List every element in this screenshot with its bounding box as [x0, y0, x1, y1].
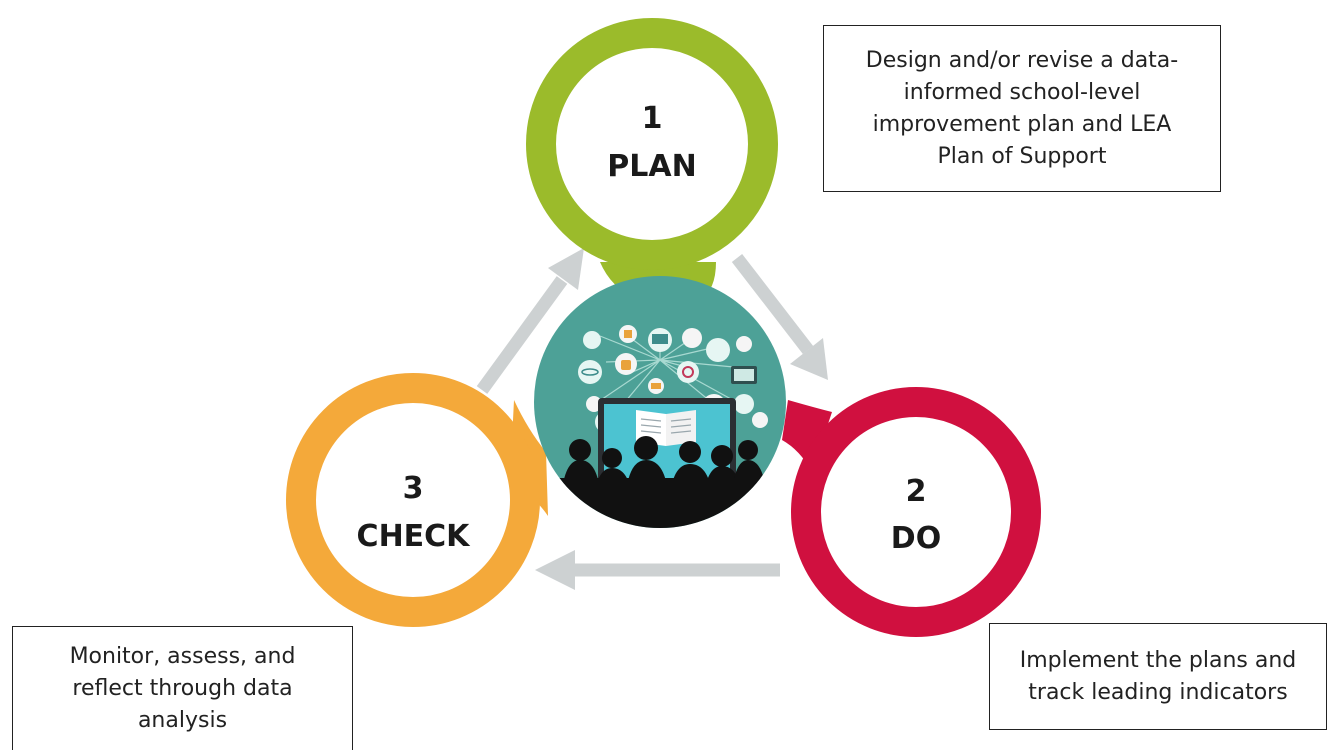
check-description-line: reflect through data	[72, 675, 293, 701]
plan-description-box: Design and/or revise a data- informed sc…	[823, 25, 1221, 192]
plan-label: PLAN	[607, 149, 696, 184]
check-label: CHECK	[357, 519, 472, 554]
check-ring	[286, 373, 540, 627]
do-node: 2 DO	[782, 387, 1041, 637]
arrow-check-to-plan	[476, 248, 584, 394]
do-ring	[791, 387, 1041, 637]
check-node: 3 CHECK	[286, 373, 548, 627]
do-number: 2	[906, 474, 927, 509]
check-number: 3	[403, 471, 424, 506]
do-label: DO	[891, 521, 941, 556]
check-description-box: Monitor, assess, and reflect through dat…	[12, 626, 353, 750]
do-description-line: Implement the plans and	[1019, 647, 1297, 673]
check-description-line: Monitor, assess, and	[69, 643, 296, 669]
screen-with-book	[598, 398, 736, 490]
plan-description-line: informed school-level	[903, 79, 1141, 105]
check-description-text: Monitor, assess, and reflect through dat…	[70, 641, 296, 737]
do-description-line: track leading indicators	[1028, 679, 1288, 705]
arrow-plan-to-do	[731, 254, 828, 380]
cycle-arrows	[476, 248, 828, 590]
plan-description-line: Plan of Support	[937, 143, 1107, 169]
do-description-text: Implement the plans and track leading in…	[1020, 645, 1297, 709]
arrow-do-to-check	[535, 550, 780, 590]
plan-description-text: Design and/or revise a data- informed sc…	[866, 45, 1178, 173]
plan-description-line: improvement plan and LEA	[872, 111, 1172, 137]
plan-ring	[526, 18, 778, 270]
plan-description-line: Design and/or revise a data-	[865, 47, 1179, 73]
do-description-box: Implement the plans and track leading in…	[989, 623, 1327, 730]
check-description-line: analysis	[137, 707, 228, 733]
center-education-illustration	[534, 276, 786, 528]
do-ring-tab	[782, 400, 832, 472]
plan-number: 1	[642, 101, 663, 136]
